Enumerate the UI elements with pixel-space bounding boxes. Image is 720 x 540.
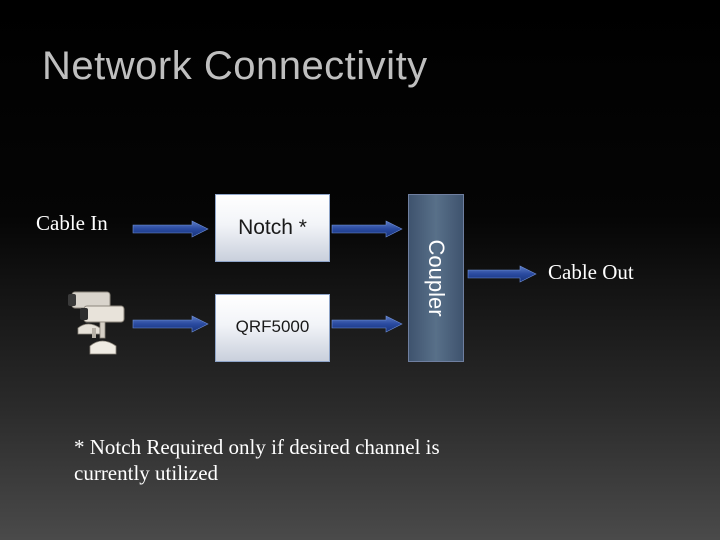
qrf5000-label: QRF5000 (235, 317, 310, 336)
footnote-text: * Notch Required only if desired channel… (74, 435, 440, 485)
arrow-camera-to-qrf (132, 315, 209, 333)
arrow-cable-in-to-notch (132, 220, 209, 238)
qrf5000-box: QRF5000 (215, 294, 330, 362)
coupler-label: Coupler (424, 239, 449, 317)
security-camera-icon (68, 291, 125, 355)
cable-in-label: Cable In (36, 211, 108, 235)
slide-title: Network Connectivity (42, 44, 428, 88)
notch-box: Notch * (215, 194, 330, 262)
arrow-qrf-to-coupler (331, 315, 403, 333)
arrow-notch-to-coupler (331, 220, 403, 238)
notch-label: Notch * (238, 216, 307, 239)
coupler-box: Coupler (408, 194, 464, 362)
cable-out-label: Cable Out (548, 260, 634, 284)
arrow-coupler-to-cable-out (467, 265, 537, 283)
